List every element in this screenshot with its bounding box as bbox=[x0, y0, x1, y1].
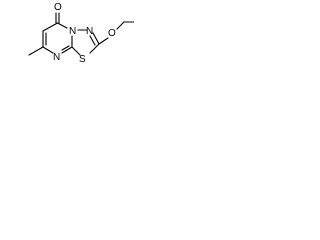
bond-c5-c6 bbox=[42, 22, 59, 32]
atom-labels: O N N N S O bbox=[53, 2, 116, 65]
bond-n4-c5 bbox=[56, 22, 68, 29]
chemical-structure: O N N N S O bbox=[28, 2, 134, 65]
bond-n3-c2 bbox=[92, 32, 100, 45]
bond-s1-c8a bbox=[71, 46, 81, 56]
bond-o-ch2 bbox=[116, 21, 125, 30]
atom-label-nitrogen-bottom: N bbox=[53, 52, 60, 63]
bond-methyl bbox=[28, 46, 44, 56]
atom-label-nitrogen-top: N bbox=[69, 26, 76, 37]
bond-n8-c8a bbox=[61, 46, 73, 54]
bonds bbox=[28, 12, 134, 56]
atom-label-nitrogen-right: N bbox=[86, 26, 93, 37]
atom-label-ether-oxygen: O bbox=[108, 28, 116, 39]
bond-c2-o bbox=[98, 37, 109, 45]
atom-label-carbonyl-oxygen: O bbox=[54, 2, 62, 13]
atom-label-sulfur: S bbox=[79, 54, 86, 65]
bond-n3-c2-inner bbox=[89, 35, 96, 46]
bond-c2-s1 bbox=[89, 43, 100, 54]
bond-c7-n8 bbox=[42, 46, 54, 54]
bond-n8-c8a-inner bbox=[61, 45, 70, 51]
